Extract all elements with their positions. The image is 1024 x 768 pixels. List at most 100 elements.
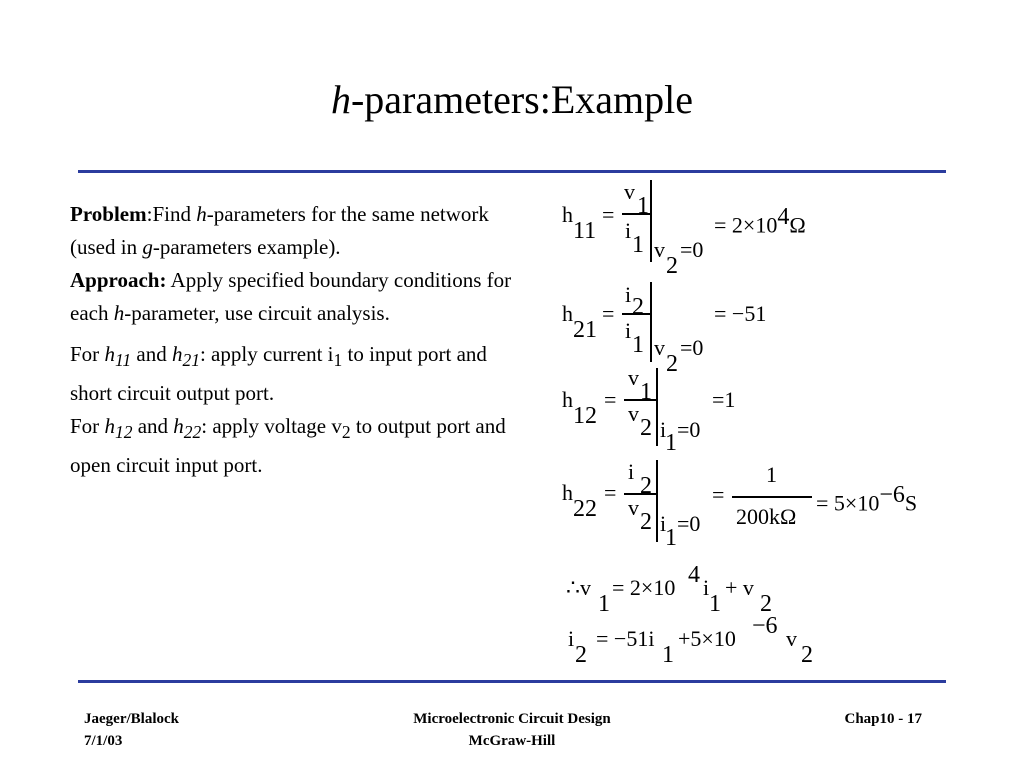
for2-and: and: [132, 414, 174, 439]
approach-label: Approach:: [70, 268, 167, 292]
for1-h21: h: [171, 342, 183, 366]
h22-eq2: =: [712, 482, 725, 507]
for2-text-b: : apply voltage v: [201, 414, 342, 439]
sys1-i1: i: [703, 575, 710, 600]
h21-den-sub: 1: [632, 332, 644, 358]
h11-fraction-bar: [622, 213, 652, 215]
problem-paragraph: Problem:Find h-parameters for the same n…: [70, 198, 530, 264]
h21-eq: =: [602, 301, 615, 326]
slide-title: h-parameters:Example: [0, 72, 1024, 128]
problem-h: h: [196, 202, 207, 226]
problem-g: g: [142, 235, 153, 259]
h22-frac-den: 200kΩ: [736, 504, 797, 529]
h22-eval-bar: [656, 460, 658, 542]
h22-result-exp: −6: [879, 482, 905, 508]
h21-symbol: h: [562, 301, 573, 326]
sys2-i2-sub: 2: [575, 642, 587, 668]
h22-den-sub: 2: [640, 509, 652, 535]
h12-cond-sub: 1: [665, 430, 677, 456]
sys1-v1-sub: 1: [598, 591, 610, 617]
h22-fraction-bar: [624, 493, 656, 495]
h11-num: v: [624, 179, 635, 204]
footer-center: Microelectronic Circuit Design McGraw-Hi…: [312, 708, 712, 752]
approach-h: h: [113, 301, 125, 325]
for1-text-b: : apply current i: [199, 342, 334, 366]
h11-den: i: [625, 218, 632, 243]
h11-cond-rest: =0: [680, 237, 704, 262]
h11-result-exp: 4: [777, 204, 790, 230]
for2-h22-sub: 22: [183, 422, 202, 443]
h11-result-unit: Ω: [789, 212, 806, 238]
h22-sub: 22: [573, 496, 597, 522]
for1-h11-sub: 11: [114, 350, 132, 371]
h22-cond-rest: =0: [677, 511, 701, 536]
h12-den: v: [628, 401, 639, 426]
h11-cond-sub: 2: [666, 253, 678, 279]
h11-eval-bar: [650, 180, 652, 262]
for1-text-c: to input port and short circuit output p…: [70, 342, 487, 406]
top-divider: [78, 170, 946, 173]
h12-num: v: [628, 365, 639, 390]
sys2-plus: +5×10: [678, 626, 736, 651]
h22-result-unit: S: [904, 490, 918, 516]
approach-text-2: -parameter, use circuit analysis.: [124, 301, 390, 325]
h12-num-sub: 1: [640, 379, 652, 405]
sys1-lhs: ∴v: [566, 576, 591, 600]
h21-eval-bar: [650, 282, 652, 362]
sys1-exp: 4: [688, 562, 700, 588]
h21-num-sub: 2: [632, 294, 644, 320]
sys1-i1-sub: 1: [709, 591, 721, 617]
footer-date: 7/1/03: [84, 733, 123, 749]
bottom-divider: [78, 680, 946, 683]
for2-h12: h: [104, 414, 115, 439]
h12-fraction-bar: [624, 399, 656, 401]
h12-symbol: h: [562, 387, 573, 412]
h11-result-value: = 2×10: [714, 212, 778, 238]
h21-num: i: [625, 282, 632, 307]
h22-den: v: [628, 495, 639, 520]
h21-fraction-bar: [622, 313, 650, 315]
for2-text-c: to output port and open circuit input po…: [70, 414, 506, 478]
h22-cond-sub: 1: [665, 525, 677, 551]
footer-page-number: Chap10 - 17: [844, 711, 922, 727]
sys2-v2-sub: 2: [801, 642, 813, 668]
h11-result: = 2×104Ω: [714, 205, 806, 237]
sys1-v1: v: [580, 575, 591, 600]
approach-paragraph: Approach: Apply specified boundary condi…: [70, 264, 530, 330]
for1-i-sub: 1: [333, 350, 343, 371]
h22-cond: i: [660, 511, 667, 536]
problem-label: Problem: [70, 202, 147, 226]
h12-cond: i: [660, 417, 667, 442]
h22-result-value: = 5×10: [816, 490, 880, 516]
for-h12-h22-paragraph: For h12 and h22: apply voltage v2 to out…: [70, 410, 530, 482]
h11-num-sub: 1: [637, 193, 649, 219]
for-h11-h21-paragraph: For h11 and h21: apply current i1 to inp…: [70, 338, 530, 410]
problem-text-3: -parameters example).: [152, 235, 341, 259]
h11-symbol: h: [562, 202, 573, 227]
h22-result: = 5×10−6S: [816, 483, 917, 515]
h21-result: = −51: [714, 301, 767, 326]
h21-cond: v: [654, 335, 665, 360]
for2-v-sub: 2: [341, 422, 351, 443]
for1-h11: h: [104, 342, 115, 366]
h22-eq: =: [604, 480, 617, 505]
h21-sub: 21: [573, 317, 597, 343]
footer-authors: Jaeger/Blalock: [84, 711, 179, 727]
footer-publisher: McGraw-Hill: [468, 733, 556, 749]
problem-text: Problem:Find h-parameters for the same n…: [70, 198, 530, 482]
title-rest: -parameters:Example: [350, 77, 694, 122]
sys2-i1-sub: 1: [662, 642, 674, 668]
h22-frac-num: 1: [766, 462, 777, 487]
h12-eval-bar: [656, 368, 658, 446]
problem-text-2: -parameters for the same network (used i…: [70, 202, 489, 259]
for2-h22: h: [173, 414, 184, 439]
h12-eq: =: [604, 387, 617, 412]
footer-book-title: Microelectronic Circuit Design: [413, 711, 611, 727]
for2-h12-sub: 12: [114, 422, 133, 443]
sys2-v2: v: [786, 626, 797, 651]
sys1-coef: = 2×10: [612, 575, 676, 600]
sys1-v2-sub: 2: [760, 591, 772, 617]
footer-left: Jaeger/Blalock 7/1/03: [84, 708, 179, 752]
h22-num: i: [628, 459, 635, 484]
h11-eq: =: [602, 202, 615, 227]
